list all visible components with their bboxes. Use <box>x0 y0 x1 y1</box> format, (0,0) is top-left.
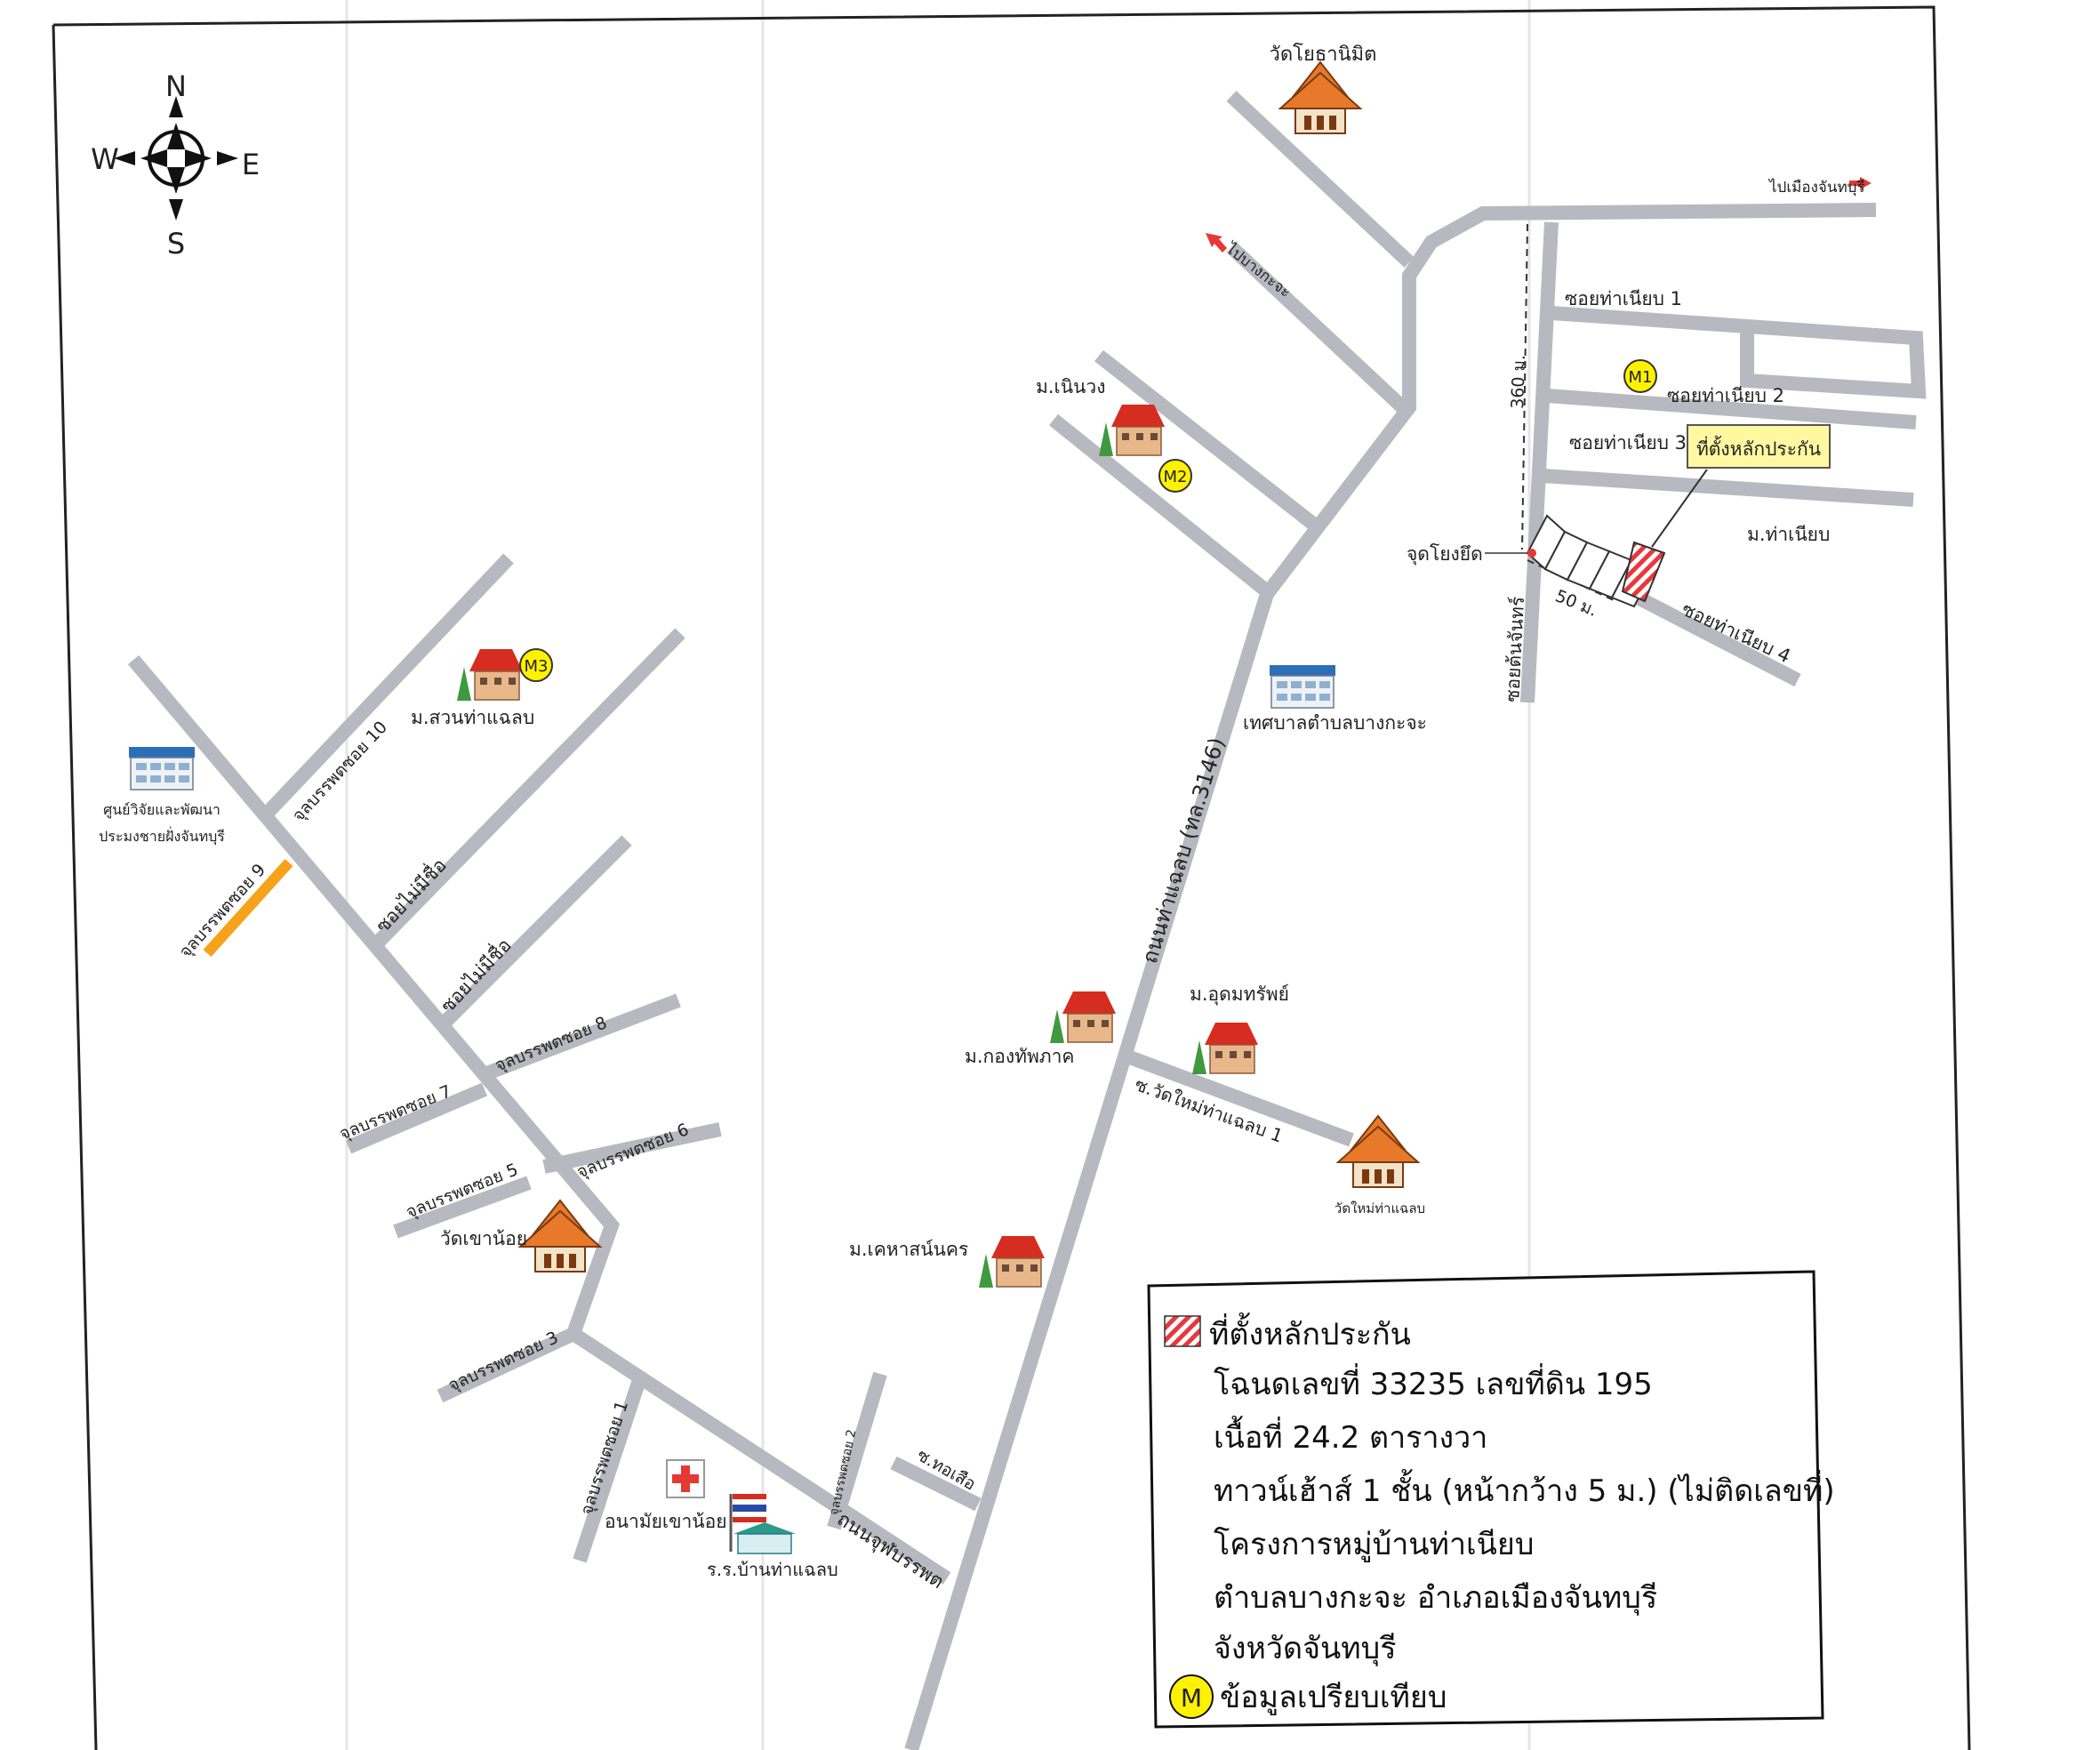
label-school: ร.ร.บ้านท่าแฉลบ <box>707 1559 838 1580</box>
label-soi-tha-nian-3: ซอยท่าเนียบ 3 <box>1569 432 1687 454</box>
legend-box: ที่ตั้งหลักประกัน โฉนดเลขที่ 33235 เลขที… <box>1147 1270 1835 1729</box>
arrow-right-icon <box>1849 177 1872 189</box>
label-distance-360: 360 ม. <box>1508 355 1529 410</box>
legend-project: โครงการหมู่บ้านท่าเนียบ <box>1214 1527 1534 1562</box>
compass-e: E <box>242 148 260 181</box>
legend-hatch-swatch <box>1164 1315 1201 1347</box>
label-wat-khao-noi: วัดเขาน้อย <box>440 1228 527 1249</box>
legend-district: ตำบลบางกะจะ อำเภอเมืองจันทบุรี <box>1214 1580 1657 1616</box>
marker-m1: M1 <box>1623 359 1657 393</box>
label-research-center-1: ศูนย์วิจัยและพัฒนา <box>103 801 220 819</box>
label-m-suan-tha-chalaep: ม.สวนท่าแฉลบ <box>411 707 534 728</box>
school-flag-icon <box>729 1494 796 1554</box>
temple-icon-yothanimit <box>1279 61 1361 134</box>
label-m-tha-nian: ม.ท่าเนียบ <box>1747 524 1830 545</box>
building-icon-research-center <box>128 746 196 791</box>
legend-marker-letter: M <box>1181 1683 1202 1713</box>
label-chul-soi-9: จุลบรรพตซอย 9 <box>175 860 270 962</box>
legend-marker-text: ข้อมูลเปรียบเทียบ <box>1220 1680 1447 1715</box>
house-icon-noen-wong <box>1098 404 1166 457</box>
label-chulaban-road: ถนนจุฬบรรพต <box>833 1508 948 1593</box>
label-soi-no-name-2: ซอยไม่มีชื่อ <box>435 933 516 1017</box>
red-cross-icon <box>666 1459 705 1498</box>
svg-text:M2: M2 <box>1164 468 1188 486</box>
map-frame <box>52 5 1971 1750</box>
house-icon-udom-sap <box>1191 1022 1259 1075</box>
compass-rose: N S W E <box>91 69 260 261</box>
legend-marker-icon <box>1169 1674 1214 1719</box>
arrow-up-left-icon <box>1206 233 1227 253</box>
chul-soi-9-highlight <box>203 858 293 958</box>
house-icon-kong-thap-phak <box>1049 991 1117 1044</box>
legend-type: ทาวน์เฮ้าส์ 1 ชั้น (หน้ากว้าง 5 ม.) (ไม่… <box>1214 1469 1835 1509</box>
house-icon-kheha-sannakhon <box>978 1235 1046 1288</box>
property-callout-text: ที่ตั้งหลักประกัน <box>1696 436 1821 460</box>
legend-province: จังหวัดจันทบุรี <box>1214 1631 1397 1666</box>
label-chul-soi-8: จุลบรรพตซอย 8 <box>493 1013 611 1076</box>
svg-text:M3: M3 <box>525 657 549 676</box>
svg-text:M1: M1 <box>1629 368 1653 387</box>
property-callout: ที่ตั้งหลักประกัน <box>1651 424 1831 548</box>
label-distance-50: 50 ม. <box>1552 586 1599 621</box>
label-wat-yothanimit: วัดโยธานิมิต <box>1270 43 1377 66</box>
label-m-kong-thap-phak: ม.กองทัพภาค <box>965 1046 1074 1067</box>
label-soi-tha-nian-1: ซอยท่าเนียบ 1 <box>1565 288 1682 309</box>
label-soi-no-name-1: ซอยไม่มีชื่อ <box>370 853 451 937</box>
temple-icon-wat-mai <box>1337 1115 1419 1188</box>
label-wat-mai-tha-chalaep: วัดใหม่ท่าแฉลบ <box>1335 1200 1425 1216</box>
temple-icon-khao-noi <box>519 1200 601 1272</box>
compass-s: S <box>167 227 185 261</box>
label-m-udom-sap: ม.อุดมทรัพย์ <box>1190 983 1289 1006</box>
label-landmark: จุดโยงยึด <box>1407 543 1483 566</box>
label-to-bangkacha: ไปบางกะจะ <box>1221 238 1294 301</box>
marker-m2: M2 <box>1158 459 1192 493</box>
label-main-road: ถนนท่าแฉลบ (ทล.3146) <box>1137 735 1230 967</box>
compass-n: N <box>165 69 187 103</box>
road-network <box>127 91 1927 1750</box>
legend-title: ที่ตั้งหลักประกัน <box>1209 1312 1411 1353</box>
label-m-kheha-sannakhon: ม.เคหาสน์นคร <box>849 1239 968 1260</box>
legend-area: เนื้อที่ 24.2 ตารางวา <box>1214 1416 1487 1456</box>
landmark-dot <box>1527 549 1536 558</box>
building-icon-municipality <box>1269 664 1336 709</box>
compass-w: W <box>91 142 119 176</box>
label-chul-soi-3: จุลบรรพตซอย 3 <box>445 1328 562 1396</box>
legend-deed: โฉนดเลขที่ 33235 เลขที่ดิน 195 <box>1214 1363 1653 1402</box>
label-research-center-2: ประมงชายฝั่งจันทบุรี <box>99 826 225 846</box>
label-municipality: เทศบาลตำบลบางกะจะ <box>1243 712 1427 734</box>
property-hatched-lot <box>1621 541 1666 603</box>
label-m-noen-wong: ม.เนินวง <box>1036 376 1105 397</box>
house-icon-suan-tha-chalaep <box>456 648 524 702</box>
label-soi-tha-nian-2: ซอยท่าเนียบ 2 <box>1667 385 1784 406</box>
marker-m3: M3 <box>519 648 553 682</box>
label-health-center: อนามัยเขาน้อย <box>605 1511 727 1532</box>
label-to-chanthaburi: ไปเมืองจันทบุรี <box>1767 178 1865 197</box>
